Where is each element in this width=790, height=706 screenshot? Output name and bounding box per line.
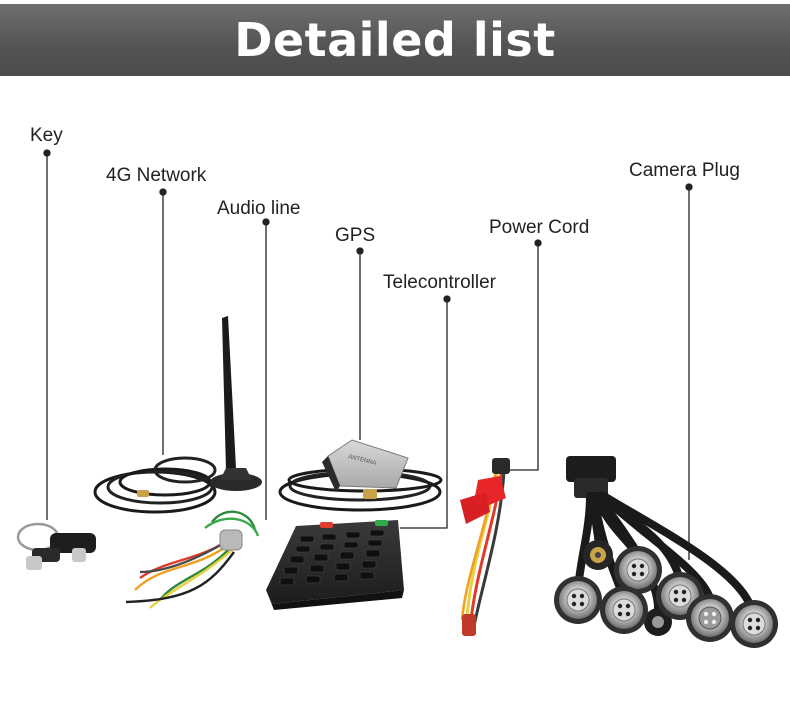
telecontroller-remote	[266, 520, 404, 610]
antenna-4g	[93, 316, 262, 514]
aviation-plug-5	[686, 594, 734, 642]
label-4g-network: 4G Network	[106, 165, 207, 186]
remote-red-button	[320, 522, 333, 528]
leader-dot-camera-plug	[685, 183, 693, 191]
audio-line-cable	[125, 510, 260, 609]
title-banner: Detailed list	[0, 4, 790, 76]
aviation-plug-6	[730, 600, 778, 648]
leader-dot-audio-line	[262, 218, 270, 226]
label-gps: GPS	[335, 225, 376, 246]
leader-line-power-cord	[508, 243, 539, 471]
gps-module: ANTENNA	[278, 439, 443, 512]
leader-lines	[43, 149, 693, 560]
remote-green-button	[375, 520, 388, 526]
leader-line-telecontroller	[400, 299, 448, 529]
aviation-plug-4	[600, 586, 648, 634]
label-telecontroller: Telecontroller	[383, 272, 496, 293]
label-camera-plug: Camera Plug	[629, 160, 740, 181]
power-cord	[460, 458, 510, 636]
leader-dot-key	[43, 149, 51, 157]
leader-dot-power-cord	[534, 239, 542, 247]
leader-dot-telecontroller	[443, 295, 451, 303]
page-title: Detailed list	[234, 13, 556, 67]
label-key: Key	[30, 125, 63, 146]
aviation-plug-1	[554, 576, 602, 624]
key-set	[16, 522, 96, 570]
label-audio-line: Audio line	[217, 198, 301, 219]
aviation-plug-2	[614, 546, 662, 594]
label-power-cord: Power Cord	[489, 217, 590, 238]
leader-dot-4g-network	[159, 188, 167, 196]
camera-plug-harness	[554, 456, 778, 648]
leader-dot-gps	[356, 247, 364, 255]
